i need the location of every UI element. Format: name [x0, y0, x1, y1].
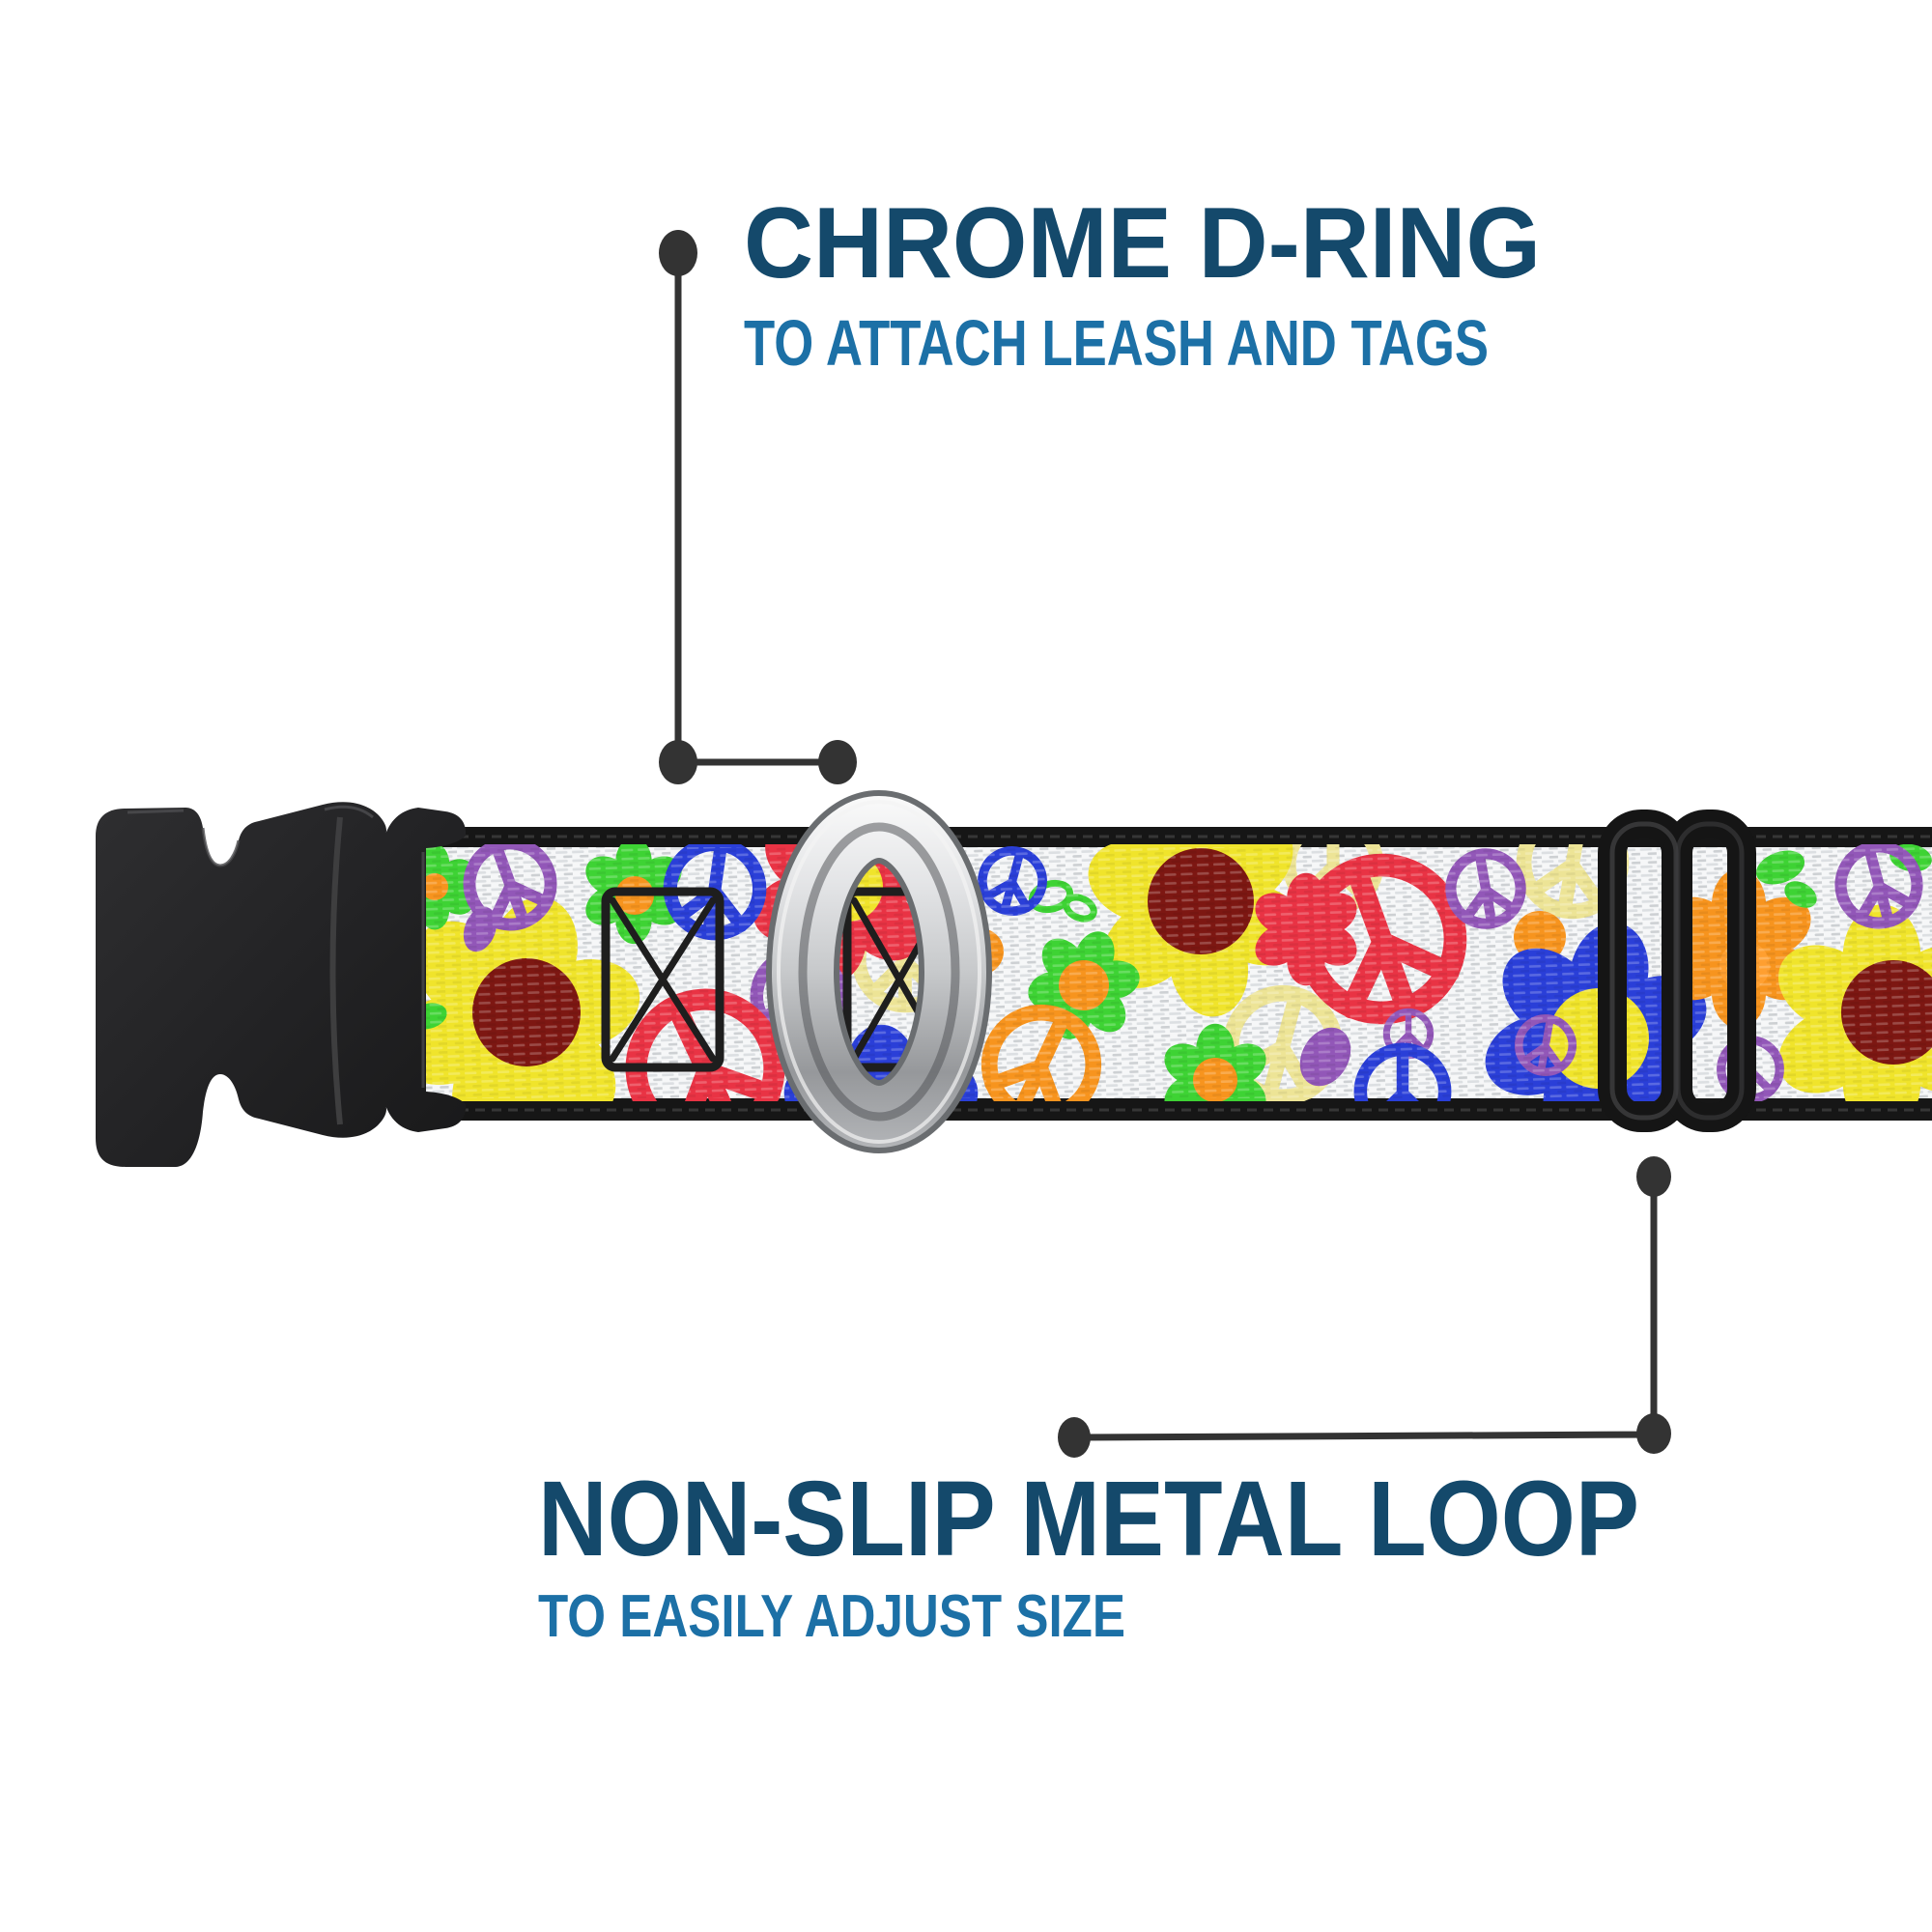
top-callout-subtitle: TO ATTACH LEASH AND TAGS	[744, 307, 1489, 380]
callout-top-leader	[659, 230, 857, 784]
callout-dot	[1636, 1156, 1671, 1197]
stitch-box	[601, 887, 724, 1072]
slider-highlight	[1675, 821, 1745, 1121]
top-callout-text: CHROME D-RING TO ATTACH LEASH AND TAGS	[744, 187, 1541, 380]
callout-dot	[818, 740, 857, 784]
buckle-body	[96, 802, 466, 1167]
adjustment-slider	[1598, 810, 1756, 1132]
bottom-callout-title: NON-SLIP METAL LOOP	[538, 1460, 1639, 1578]
bottom-callout-text: NON-SLIP METAL LOOP TO EASILY ADJUST SIZ…	[538, 1460, 1639, 1650]
buckle	[96, 802, 466, 1167]
d-ring-outer-highlight	[777, 800, 981, 1144]
d-ring-seam	[798, 822, 960, 1122]
webbing-weave-overlay	[410, 847, 1932, 1098]
top-callout-title: CHROME D-RING	[744, 187, 1541, 299]
callout-dot	[659, 230, 697, 276]
callout-dot	[659, 740, 697, 784]
callout-dot	[1636, 1413, 1671, 1454]
buckle-edge-highlight	[127, 805, 374, 819]
bottom-callout-subtitle: TO EASILY ADJUST SIZE	[538, 1583, 1125, 1650]
collar	[96, 790, 1932, 1167]
d-ring	[766, 790, 992, 1153]
buckle-notch-highlight	[201, 827, 241, 867]
callout-bottom-leader	[1058, 1156, 1671, 1458]
callout-dot	[1058, 1417, 1091, 1458]
buckle-sheen	[329, 816, 343, 1125]
